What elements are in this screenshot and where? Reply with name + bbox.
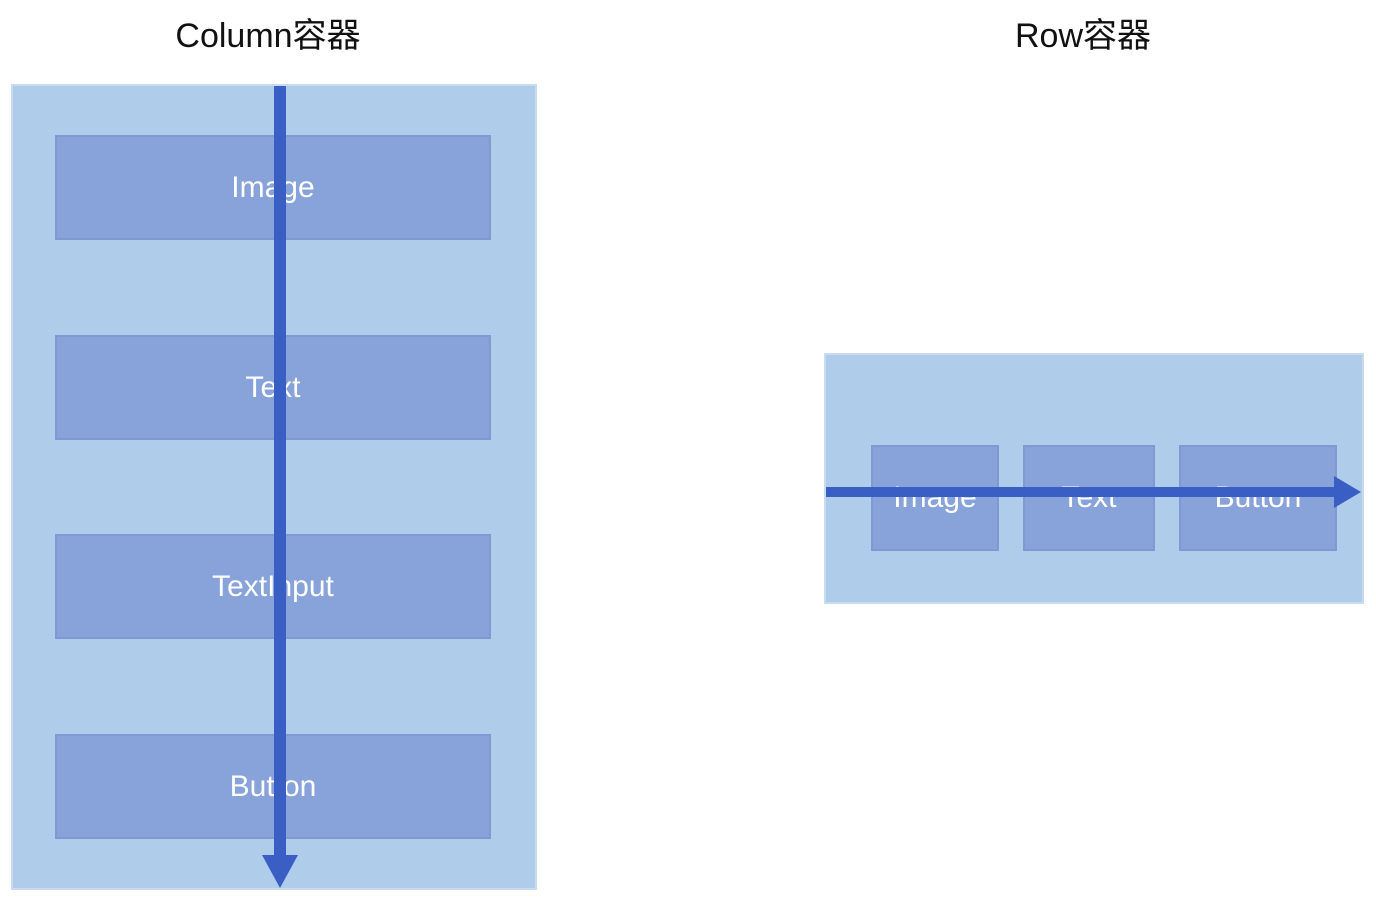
column-item-button: Button <box>55 734 491 839</box>
row-item-image: Image <box>871 445 999 551</box>
row-item-text: Text <box>1023 445 1155 551</box>
row-item-button: Button <box>1179 445 1337 551</box>
column-item-textinput: TextInput <box>55 534 491 639</box>
column-title: Column容器 <box>175 17 361 55</box>
row-title: Row容器 <box>1014 17 1152 55</box>
column-item-image: Image <box>55 135 491 240</box>
column-item-text: Text <box>55 335 491 440</box>
